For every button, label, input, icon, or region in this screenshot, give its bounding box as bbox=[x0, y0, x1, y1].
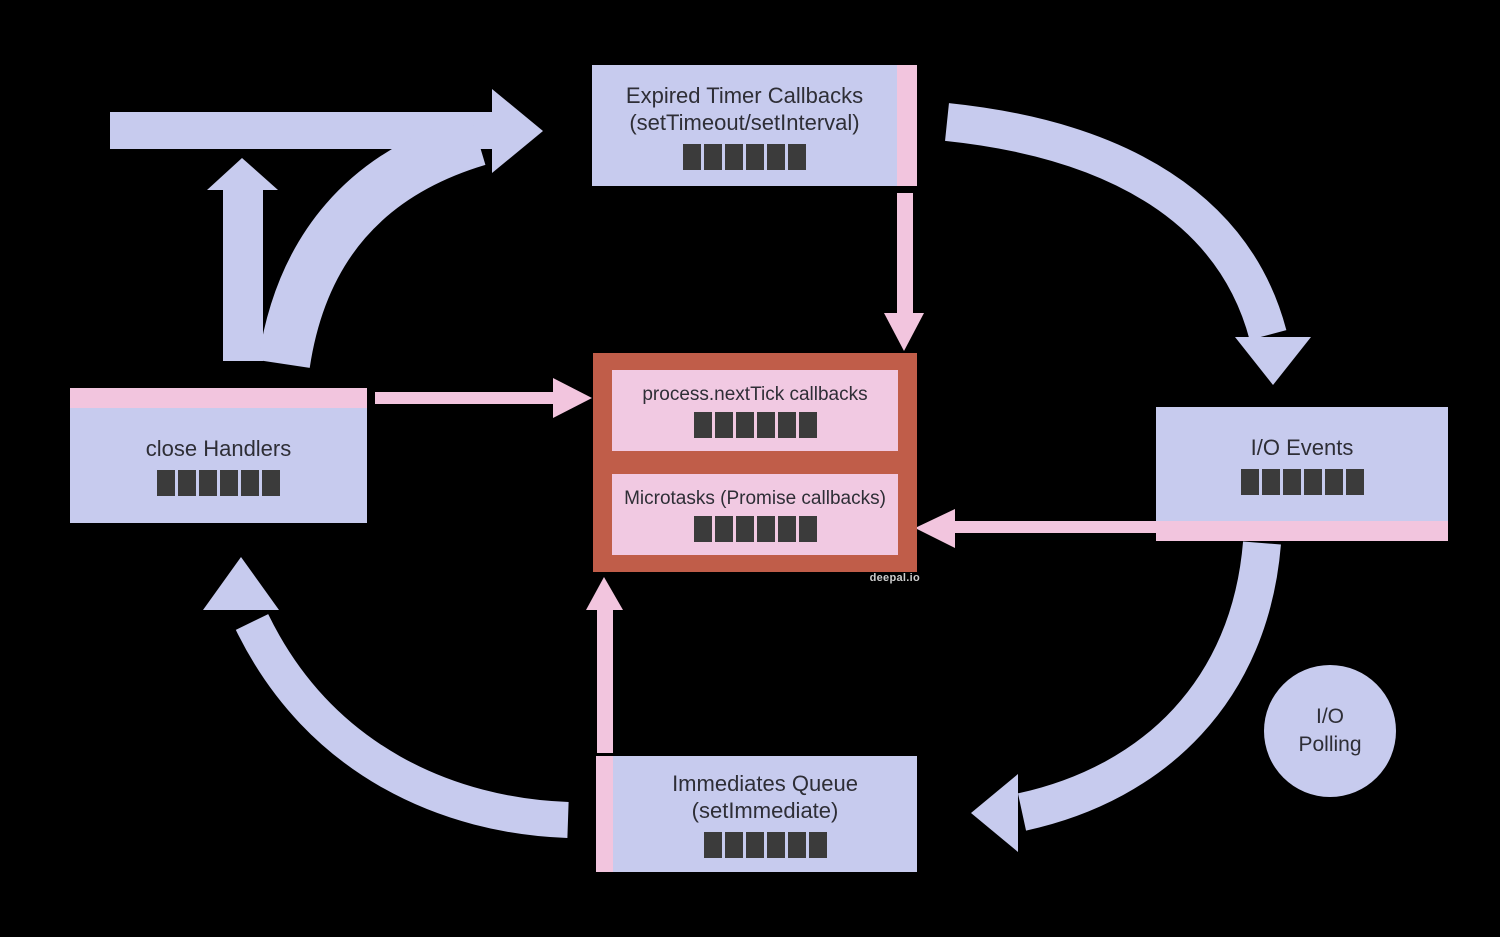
queue-item bbox=[262, 470, 280, 496]
queue-item bbox=[241, 470, 259, 496]
immediates-label-line2: (setImmediate) bbox=[691, 798, 839, 823]
close-handlers-to-nexttick-arrow bbox=[375, 378, 592, 418]
microtasks-box: Microtasks (Promise callbacks) bbox=[612, 474, 898, 555]
queue-item bbox=[767, 143, 785, 170]
queue-item bbox=[714, 412, 733, 438]
queue-item bbox=[756, 412, 775, 438]
close-handlers-up-arrow bbox=[207, 158, 278, 361]
process-nexttick-label: process.nextTick callbacks bbox=[642, 384, 868, 405]
queue-item bbox=[178, 470, 196, 496]
queue-item bbox=[714, 516, 733, 542]
queue-item bbox=[756, 516, 775, 542]
expired-timers-queue-slots bbox=[683, 143, 806, 170]
immediates-accent-strip bbox=[596, 756, 613, 872]
queue-item bbox=[746, 143, 764, 170]
queue-item bbox=[704, 143, 722, 170]
close-handlers-to-timers-curve bbox=[258, 115, 486, 369]
expired-timers-accent-strip bbox=[897, 65, 917, 186]
immediates-to-microtasks-arrow bbox=[586, 577, 623, 753]
queue-item bbox=[777, 516, 796, 542]
queue-item bbox=[1240, 468, 1259, 495]
timers-to-io-events-arrow bbox=[945, 103, 1311, 385]
queue-item bbox=[683, 143, 701, 170]
process-nexttick-queue-slots bbox=[693, 412, 817, 438]
queue-item bbox=[1324, 468, 1343, 495]
immediates-label-line1: Immediates Queue bbox=[672, 771, 858, 796]
io-events-accent-strip bbox=[1156, 521, 1448, 541]
immediates-to-close-handlers-arrow bbox=[203, 557, 569, 838]
immediates-queue-box: Immediates Queue (setImmediate) bbox=[596, 756, 917, 872]
io-events-box: I/O Events bbox=[1156, 407, 1448, 541]
nexttick-microtasks-group-box: process.nextTick callbacks Microtasks (P… bbox=[593, 353, 917, 572]
microtasks-label: Microtasks (Promise callbacks) bbox=[624, 488, 886, 509]
queue-item bbox=[724, 832, 743, 858]
queue-item bbox=[798, 412, 817, 438]
io-events-queue-slots bbox=[1240, 468, 1364, 495]
close-handlers-accent-strip bbox=[70, 388, 367, 408]
queue-item bbox=[735, 412, 754, 438]
close-handlers-label: close Handlers bbox=[145, 436, 292, 461]
io-events-to-immediates-arrow bbox=[971, 541, 1281, 852]
queue-item bbox=[787, 832, 806, 858]
queue-item bbox=[766, 832, 785, 858]
process-nexttick-box: process.nextTick callbacks bbox=[612, 370, 898, 451]
queue-item bbox=[788, 143, 806, 170]
close-handlers-box: close Handlers bbox=[70, 388, 367, 523]
queue-item bbox=[199, 470, 217, 496]
expired-timers-label-line1: Expired Timer Callbacks bbox=[625, 82, 864, 108]
close-handlers-queue-slots bbox=[157, 470, 280, 496]
queue-item bbox=[745, 832, 764, 858]
queue-item bbox=[798, 516, 817, 542]
watermark-text: deepal.io bbox=[869, 572, 920, 584]
queue-item bbox=[1261, 468, 1280, 495]
queue-item bbox=[157, 470, 175, 496]
queue-item bbox=[1345, 468, 1364, 495]
queue-item bbox=[1303, 468, 1322, 495]
queue-item bbox=[693, 412, 712, 438]
expired-timers-label-line2: (setTimeout/setInterval) bbox=[629, 109, 860, 135]
queue-item bbox=[808, 832, 827, 858]
io-events-label: I/O Events bbox=[1250, 434, 1354, 460]
io-polling-circle: I/O Polling bbox=[1264, 665, 1396, 797]
queue-item bbox=[777, 412, 796, 438]
queue-item bbox=[735, 516, 754, 542]
io-polling-label-line1: I/O bbox=[1315, 705, 1344, 728]
queue-item bbox=[220, 470, 238, 496]
immediates-queue-slots bbox=[703, 832, 827, 858]
queue-item bbox=[725, 143, 743, 170]
io-polling-label-line2: Polling bbox=[1298, 733, 1362, 756]
queue-item bbox=[1282, 468, 1301, 495]
microtasks-queue-slots bbox=[693, 516, 817, 542]
timers-to-nexttick-arrow bbox=[884, 193, 924, 351]
queue-item bbox=[693, 516, 712, 542]
queue-item bbox=[703, 832, 722, 858]
io-events-to-microtasks-arrow bbox=[915, 509, 1156, 548]
expired-timers-box: Expired Timer Callbacks (setTimeout/setI… bbox=[592, 65, 917, 186]
